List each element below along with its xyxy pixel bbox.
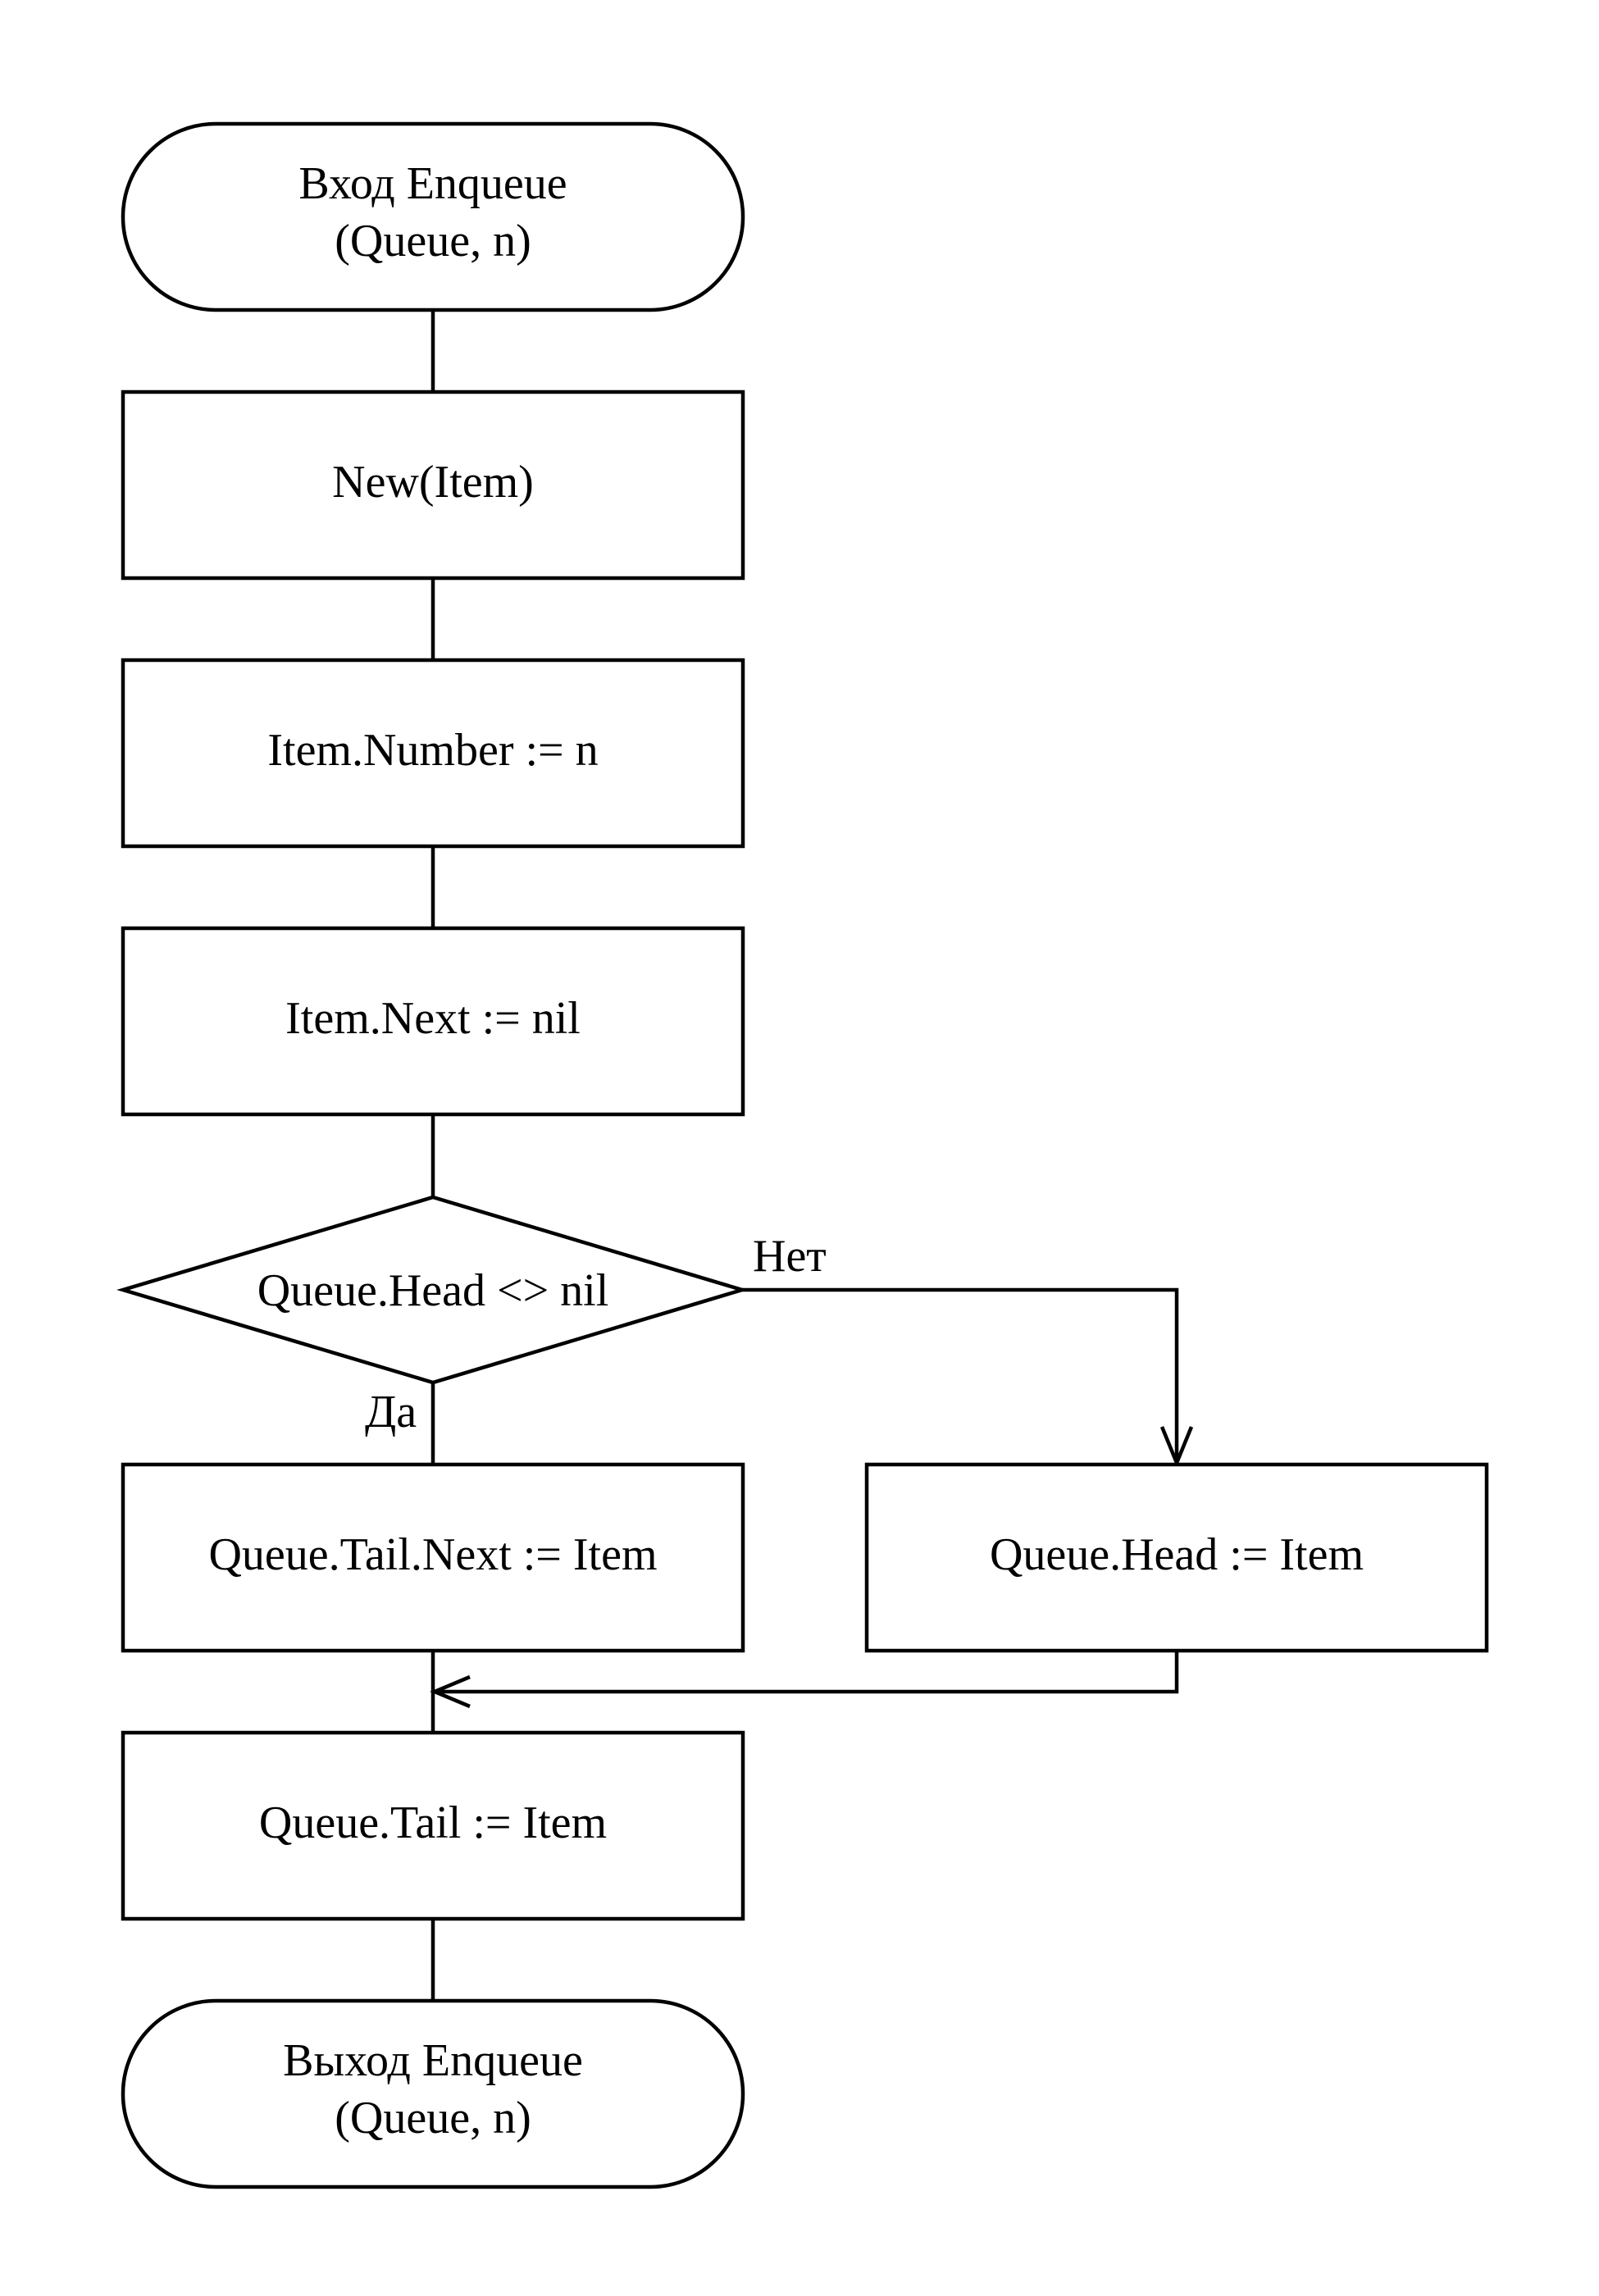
process-head-item: Queue.Head := Item [864, 1462, 1489, 1653]
decision-condition-label: Queue.Head <> nil [257, 1265, 609, 1316]
process-item-number: Item.Number := n [121, 658, 745, 849]
process-head-item-label: Queue.Head := Item [990, 1529, 1364, 1580]
start-terminal: Вход Enqueue (Queue, n) [121, 121, 745, 312]
connector-head-branch-merge [435, 1651, 1179, 1694]
start-terminal-line1: Вход Enqueue [298, 158, 567, 209]
end-terminal: Выход Enqueue (Queue, n) [121, 1998, 745, 2189]
end-terminal-line2: (Queue, n) [335, 2093, 531, 2143]
connector-decision-no [742, 1287, 1179, 1463]
decision-yes-label: Да [365, 1387, 417, 1437]
start-terminal-line2: (Queue, n) [335, 216, 531, 266]
process-new-item-label: New(Item) [332, 457, 534, 508]
process-tail-next-label: Queue.Tail.Next := Item [208, 1529, 657, 1580]
process-item-next: Item.Next := nil [121, 926, 745, 1117]
process-item-number-label: Item.Number := n [267, 725, 598, 776]
process-item-next-label: Item.Next := nil [285, 993, 581, 1044]
process-tail-item-label: Queue.Tail := Item [259, 1797, 607, 1848]
end-terminal-line1: Выход Enqueue [283, 2035, 583, 2086]
decision-queue-head: Queue.Head <> nil [116, 1195, 749, 1385]
process-tail-item: Queue.Tail := Item [121, 1730, 745, 1921]
process-new-item: New(Item) [121, 390, 745, 581]
process-tail-next: Queue.Tail.Next := Item [121, 1462, 745, 1653]
decision-no-label: Нет [753, 1231, 827, 1282]
